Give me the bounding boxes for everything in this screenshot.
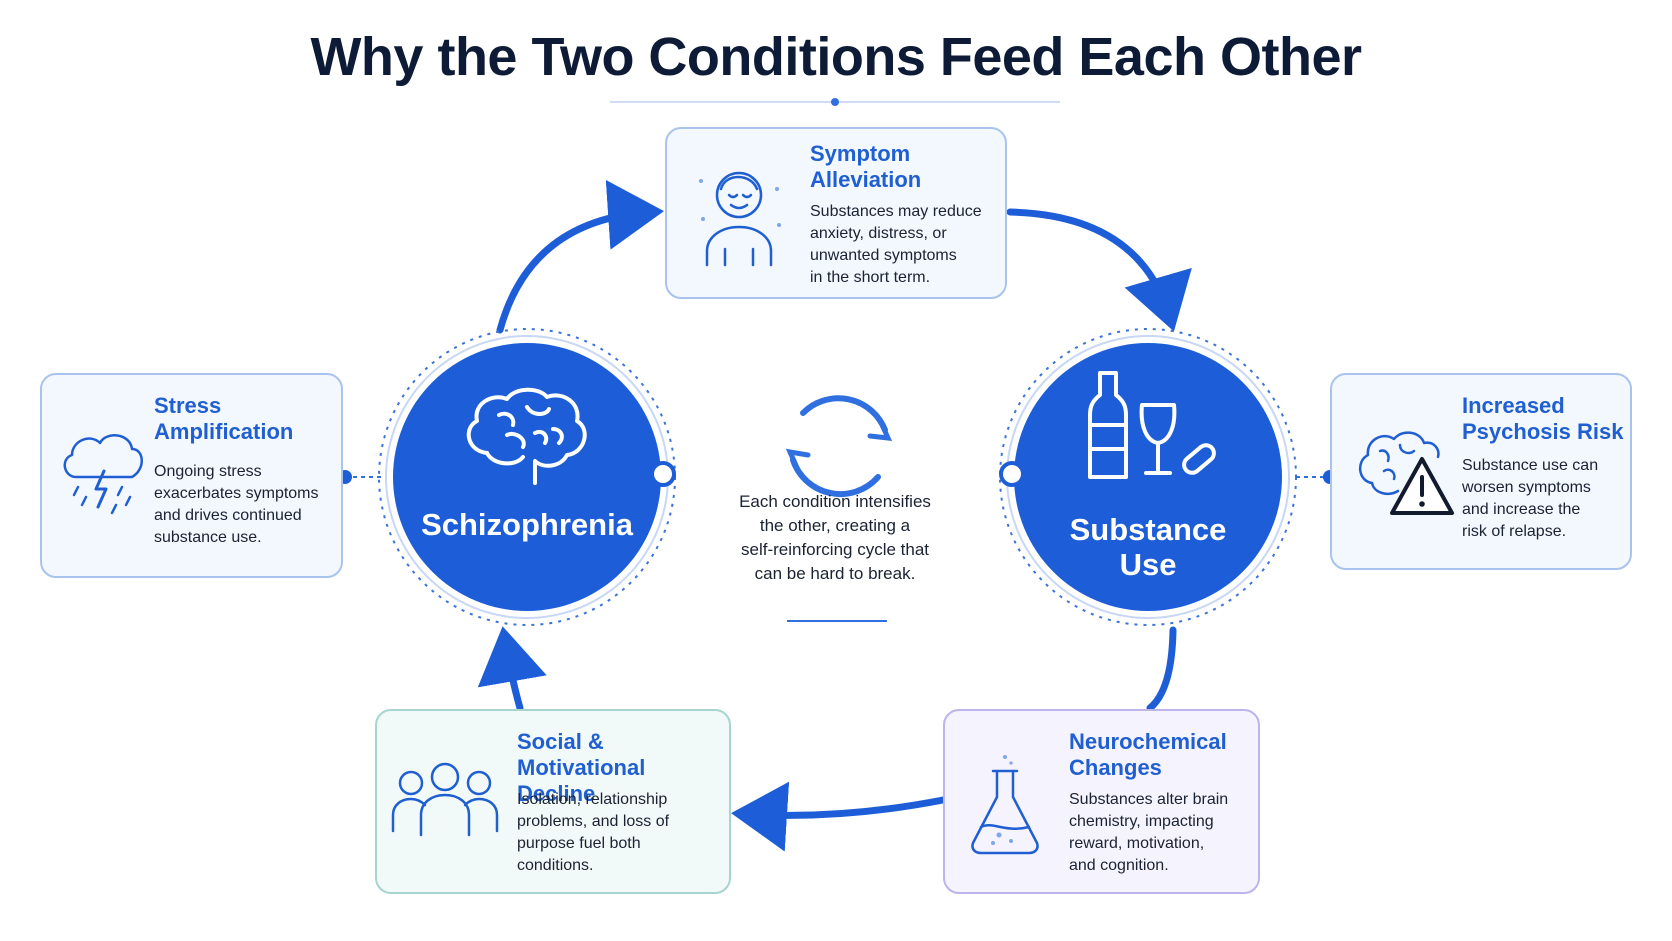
center-caption-line: can be hard to break. <box>754 564 916 583</box>
center-caption-line: the other, creating a <box>759 516 911 535</box>
card-body-line: worsen symptoms <box>1462 479 1591 496</box>
card-heading-line: Amplification <box>154 419 294 444</box>
arrow-schizophrenia-to-symptom <box>496 179 664 334</box>
card-body-line: Substance use can <box>1462 457 1599 474</box>
card-heading-line: Alleviation <box>810 167 922 192</box>
card-body-line: substance use. <box>154 529 262 546</box>
card-body-line: purpose fuel both <box>517 835 641 852</box>
card-body-line: unwanted symptoms <box>810 247 957 264</box>
cycle-arrows-icon <box>785 395 893 498</box>
card-body: Substances may reduce anxiety, distress,… <box>810 201 982 289</box>
card-body-line: Substances may reduce <box>810 203 982 220</box>
card-body-line: Ongoing stress <box>154 463 262 480</box>
card-heading-line: Psychosis Risk <box>1462 419 1624 444</box>
card-body-line: chemistry, impacting <box>1069 813 1214 830</box>
card-heading-line: Neurochemical <box>1069 729 1227 754</box>
card-heading: Stress Amplification <box>154 393 293 445</box>
flask-icon <box>971 755 1039 855</box>
arrow-symptom-to-substance <box>1006 208 1192 332</box>
card-body-line: in the short term. <box>810 269 931 286</box>
substance-use-node: Substance Use <box>1014 343 1282 611</box>
card-body-line: risk of relapse. <box>1462 523 1567 540</box>
calm-person-icon <box>699 171 781 267</box>
page-title: Why the Two Conditions Feed Each Other <box>310 27 1362 87</box>
center-caption-underline <box>787 620 887 622</box>
card-heading: Social & Motivational Decline <box>517 729 729 807</box>
card-body-line: reward, motivation, <box>1069 835 1205 852</box>
people-group-icon <box>391 762 499 837</box>
card-body-line: exacerbates symptoms <box>154 485 319 502</box>
substance-use-label-line2: Use <box>1119 547 1177 582</box>
card-body-line: and increase the <box>1462 501 1581 518</box>
brain-warning-icon <box>1359 431 1454 515</box>
card-heading-line: Increased <box>1462 393 1565 418</box>
center-caption: Each condition intensifies the other, cr… <box>700 490 970 586</box>
card-heading: Symptom Alleviation <box>810 141 921 193</box>
title-divider-dot <box>831 98 839 106</box>
card-heading-line: Symptom <box>810 141 911 166</box>
bottle-glass-pill-icon <box>1088 371 1216 479</box>
card-body-line: conditions. <box>517 857 594 874</box>
card-body-line: Substances alter brain <box>1069 791 1229 808</box>
arrow-social-to-schizophrenia <box>477 626 547 712</box>
arrow-substance-to-neuro <box>1146 626 1177 712</box>
card-heading-line: Social & <box>517 729 604 754</box>
card-heading: Neurochemical Changes <box>1069 729 1227 781</box>
card-heading-line: Stress <box>154 393 222 418</box>
card-heading-line: Motivational Decline <box>517 755 646 806</box>
schizophrenia-label: Schizophrenia <box>421 507 633 542</box>
card-body: Ongoing stress exacerbates symptoms and … <box>154 461 319 549</box>
storm-cloud-icon <box>63 434 143 515</box>
card-heading-line: Changes <box>1069 755 1162 780</box>
schizophrenia-node: Schizophrenia <box>393 343 661 611</box>
card-body-line: and drives continued <box>154 507 302 524</box>
card-body: Isolation, relationship problems, and lo… <box>517 789 669 877</box>
center-caption-line: Each condition intensifies <box>739 492 931 511</box>
schizophrenia-port <box>650 461 676 487</box>
card-increased-psychosis-risk: Increased Psychosis Risk Substance use c… <box>1330 373 1632 570</box>
card-heading: Increased Psychosis Risk <box>1462 393 1623 445</box>
card-body-line: Isolation, relationship <box>517 791 668 808</box>
substance-use-label-line1: Substance <box>1069 512 1227 547</box>
card-stress-amplification: Stress Amplification Ongoing stress exac… <box>40 373 343 578</box>
card-neurochemical-changes: Neurochemical Changes Substances alter b… <box>943 709 1260 894</box>
card-body-line: anxiety, distress, or <box>810 225 947 242</box>
arrow-neuro-to-social <box>731 781 947 852</box>
card-social-motivational-decline: Social & Motivational Decline Isolation,… <box>375 709 731 894</box>
card-body: Substance use can worsen symptoms and in… <box>1462 455 1598 543</box>
card-body-line: problems, and loss of <box>517 813 670 830</box>
brain-icon <box>466 387 587 485</box>
card-body: Substances alter brain chemistry, impact… <box>1069 789 1228 877</box>
card-body-line: and cognition. <box>1069 857 1169 874</box>
card-symptom-alleviation: Symptom Alleviation Substances may reduc… <box>665 127 1007 299</box>
substance-use-port <box>999 461 1025 487</box>
center-caption-line: self-reinforcing cycle that <box>740 540 930 559</box>
